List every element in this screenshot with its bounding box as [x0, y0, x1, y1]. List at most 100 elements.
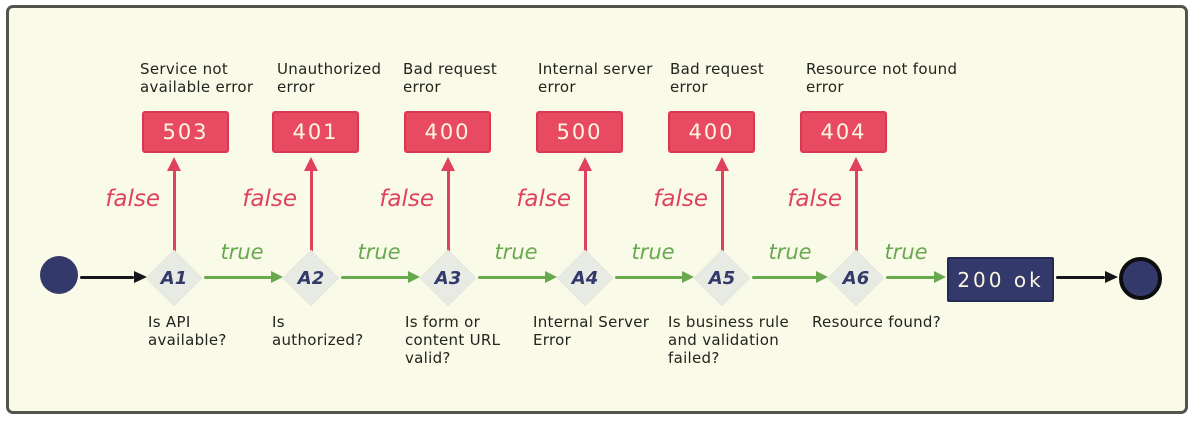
- end-connector-line: [1056, 276, 1105, 279]
- error-box-404: 404: [800, 111, 887, 153]
- decision-id: A1: [160, 267, 188, 289]
- true-arrow-a3: [478, 276, 546, 279]
- false-label-a6: false: [787, 186, 842, 212]
- question-label-a1: Is API available?: [148, 313, 227, 349]
- error-code: 401: [292, 120, 339, 144]
- question-line: Is API: [148, 313, 191, 331]
- arrow-up-icon: [441, 157, 455, 171]
- question-line: valid?: [405, 349, 451, 367]
- true-arrow-a5: [752, 276, 817, 279]
- error-label-line: error: [277, 78, 315, 96]
- error-label-line: error: [806, 78, 844, 96]
- false-arrow-a1: [173, 170, 176, 252]
- question-label-a2: Is authorized?: [272, 313, 363, 349]
- error-box-503: 503: [142, 111, 229, 153]
- question-line: Is: [272, 313, 285, 331]
- error-box-400: 400: [404, 111, 491, 153]
- false-arrow-a3: [447, 170, 450, 252]
- arrow-up-icon: [304, 157, 318, 171]
- arrow-right-icon: [545, 271, 557, 283]
- success-label: 200 ok: [957, 267, 1044, 292]
- success-box-200: 200 ok: [947, 257, 1054, 302]
- start-node: [40, 256, 78, 294]
- error-label-line: Service not: [140, 60, 229, 78]
- question-line: failed?: [668, 349, 720, 367]
- true-arrow-a6: [886, 276, 935, 279]
- decision-id: A2: [297, 267, 325, 289]
- false-label-a1: false: [105, 186, 160, 212]
- false-arrow-a2: [310, 170, 313, 252]
- false-arrow-a5: [721, 170, 724, 252]
- arrow-up-icon: [849, 157, 863, 171]
- error-label-line: error: [670, 78, 708, 96]
- error-code: 400: [424, 120, 471, 144]
- question-label-a5: Is business rule and validation failed?: [668, 313, 789, 367]
- error-code: 400: [688, 120, 735, 144]
- question-line: Is form or: [405, 313, 481, 331]
- decision-id: A5: [708, 267, 736, 289]
- question-line: authorized?: [272, 331, 364, 349]
- false-label-a5: false: [653, 186, 708, 212]
- decision-id: A3: [434, 267, 462, 289]
- question-line: Internal Server: [533, 313, 650, 331]
- error-label-a3: Bad request error: [403, 60, 497, 96]
- question-label-a6: Resource found?: [812, 313, 941, 331]
- arrow-right-icon: [134, 271, 147, 283]
- question-line: Error: [533, 331, 572, 349]
- question-line: Resource found?: [812, 313, 942, 331]
- error-code: 503: [162, 120, 209, 144]
- error-label-a2: Unauthorized error: [277, 60, 381, 96]
- false-label-a4: false: [516, 186, 571, 212]
- arrow-right-icon: [934, 271, 946, 283]
- false-arrow-a6: [855, 170, 858, 252]
- end-node: [1119, 257, 1162, 300]
- arrow-right-icon: [408, 271, 420, 283]
- true-label-a2: true: [357, 240, 401, 264]
- false-arrow-a4: [584, 170, 587, 252]
- question-label-a4: Internal Server Error: [533, 313, 649, 349]
- error-label-a1: Service not available error: [140, 60, 253, 96]
- error-label-line: Unauthorized: [277, 60, 382, 78]
- arrow-right-icon: [1105, 271, 1118, 283]
- true-arrow-a2: [341, 276, 409, 279]
- true-label-a1: true: [220, 240, 264, 264]
- question-line: content URL: [405, 331, 501, 349]
- arrow-up-icon: [578, 157, 592, 171]
- decision-id: A6: [842, 267, 870, 289]
- error-label-a5: Bad request error: [670, 60, 764, 96]
- error-box-500: 500: [536, 111, 623, 153]
- question-line: available?: [148, 331, 227, 349]
- false-label-a3: false: [379, 186, 434, 212]
- error-label-line: available error: [140, 78, 254, 96]
- error-label-line: Resource not found: [806, 60, 958, 78]
- error-box-400-2: 400: [668, 111, 755, 153]
- false-label-a2: false: [242, 186, 297, 212]
- true-arrow-a4: [615, 276, 683, 279]
- question-label-a3: Is form or content URL valid?: [405, 313, 500, 367]
- question-line: and validation: [668, 331, 780, 349]
- true-label-a3: true: [494, 240, 538, 264]
- arrow-up-icon: [167, 157, 181, 171]
- error-label-line: Bad request: [670, 60, 765, 78]
- start-connector-line: [80, 276, 134, 279]
- arrow-right-icon: [682, 271, 694, 283]
- arrow-up-icon: [715, 157, 729, 171]
- decision-id: A4: [571, 267, 599, 289]
- error-label-line: error: [538, 78, 576, 96]
- error-label-a4: Internal server error: [538, 60, 653, 96]
- true-label-a6: true: [884, 240, 928, 264]
- true-arrow-a1: [204, 276, 272, 279]
- question-line: Is business rule: [668, 313, 790, 331]
- true-label-a5: true: [768, 240, 812, 264]
- error-box-401: 401: [272, 111, 359, 153]
- error-label-line: Bad request: [403, 60, 498, 78]
- error-label-line: Internal server: [538, 60, 653, 78]
- arrow-right-icon: [271, 271, 283, 283]
- error-code: 500: [556, 120, 603, 144]
- error-code: 404: [820, 120, 867, 144]
- true-label-a4: true: [631, 240, 675, 264]
- error-label-a6: Resource not found error: [806, 60, 957, 96]
- arrow-right-icon: [816, 271, 828, 283]
- error-label-line: error: [403, 78, 441, 96]
